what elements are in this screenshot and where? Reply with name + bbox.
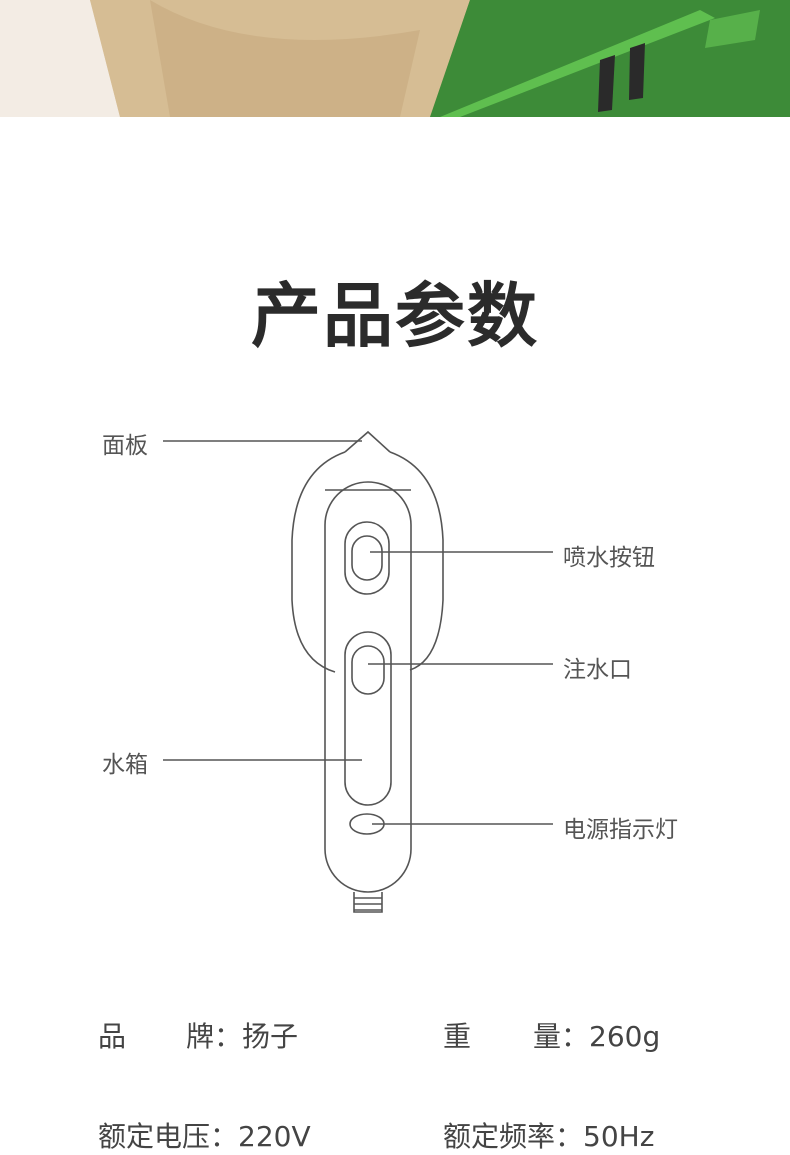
hero-photo-illustration <box>0 0 790 117</box>
water-tank-outline <box>344 631 392 806</box>
spec-weight-label-a: 重 <box>443 1020 472 1053</box>
label-water-tank: 水箱 <box>102 752 148 778</box>
spec-voltage-value: 220V <box>238 1120 311 1153</box>
label-power-indicator: 电源指示灯 <box>563 817 678 843</box>
hero-photo-strip <box>0 0 790 117</box>
spec-brand-value: 扬子 <box>242 1020 299 1053</box>
spec-weight-value: 260g <box>589 1020 661 1053</box>
label-spray-button: 喷水按钮 <box>563 545 655 571</box>
label-panel: 面板 <box>102 433 148 459</box>
spray-button-outer <box>344 521 390 595</box>
spec-weight: 重 量：260g <box>443 1015 660 1055</box>
spec-brand: 品 牌：扬子 <box>98 1015 298 1055</box>
water-inlet-cap <box>351 645 385 695</box>
spec-brand-label-a: 品 <box>98 1020 127 1053</box>
spec-voltage-label: 额定电压： <box>98 1120 239 1153</box>
spec-rated-voltage: 额定电压：220V <box>98 1115 311 1155</box>
spec-weight-label-b: 量： <box>533 1020 590 1053</box>
cord-relief <box>353 892 383 913</box>
spec-rated-frequency: 额定频率：50Hz <box>443 1115 654 1155</box>
label-water-inlet: 注水口 <box>563 657 632 683</box>
spec-frequency-value: 50Hz <box>583 1120 655 1153</box>
steamer-line-drawing <box>163 430 553 913</box>
spray-button-inner <box>351 535 383 581</box>
nozzle-tip <box>344 430 391 453</box>
handle-body <box>324 481 412 893</box>
head-outline-left <box>291 451 346 673</box>
head-outline-right <box>389 451 444 671</box>
spec-frequency-label: 额定频率： <box>443 1120 584 1153</box>
product-diagram: 面板 喷水按钮 注水口 水箱 电源指示灯 <box>0 420 790 920</box>
section-title: 产品参数 <box>251 275 539 357</box>
spec-brand-label-b: 牌： <box>186 1020 243 1053</box>
